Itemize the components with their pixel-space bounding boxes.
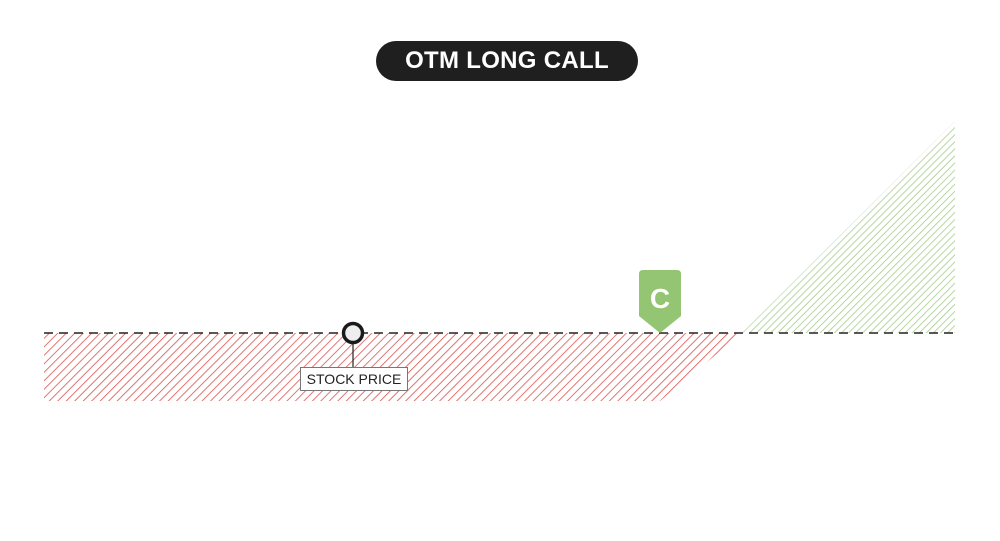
- stock-price-label: STOCK PRICE: [300, 367, 408, 391]
- strike-marker-letter: C: [650, 283, 670, 314]
- diagram-title: OTM LONG CALL: [376, 41, 638, 81]
- strike-marker: C: [639, 270, 681, 333]
- stock-price-marker: [341, 321, 365, 345]
- profit-region: [742, 121, 955, 333]
